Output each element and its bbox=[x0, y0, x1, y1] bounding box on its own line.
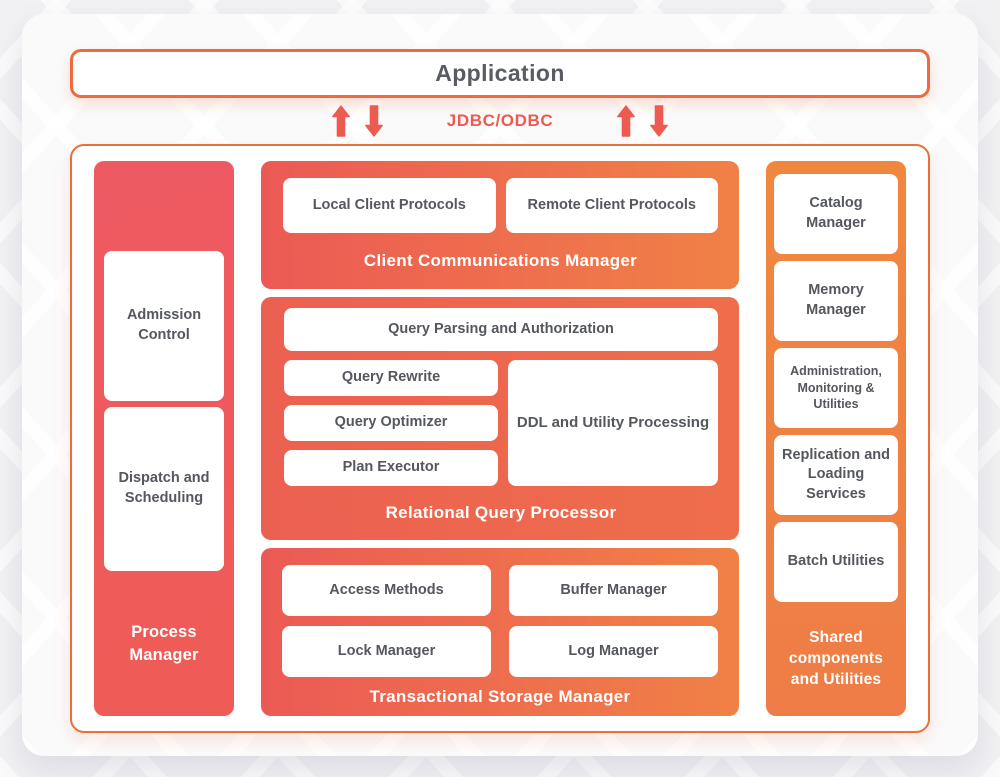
component-box: Plan Executor bbox=[284, 450, 498, 486]
component-label: Lock Manager bbox=[337, 642, 436, 659]
arrow-down-icon bbox=[364, 105, 383, 137]
component-label: Plan Executor bbox=[342, 459, 440, 476]
component-box: Log Manager bbox=[509, 626, 718, 677]
component-box: Query Rewrite bbox=[284, 360, 498, 396]
application-label: Application bbox=[435, 60, 565, 86]
section-title: Client Communications Manager bbox=[363, 251, 638, 270]
component-box: Batch Utilities bbox=[774, 522, 898, 602]
component-label: DDL and Utility Processing bbox=[516, 413, 710, 431]
component-box: Catalog Manager bbox=[774, 174, 898, 254]
component-box: Buffer Manager bbox=[509, 565, 718, 616]
component-box: Query Optimizer bbox=[284, 405, 498, 441]
component-label: Query Rewrite bbox=[341, 369, 441, 386]
storage-manager-section: Access Methods Buffer Manager Lock Manag… bbox=[261, 548, 739, 716]
component-box: Lock Manager bbox=[282, 626, 491, 677]
component-box: Admission Control bbox=[104, 251, 224, 401]
query-processor-section: Query Parsing and Authorization Query Re… bbox=[261, 297, 739, 540]
component-label: Catalog Manager bbox=[806, 195, 866, 231]
component-label: Query Optimizer bbox=[334, 414, 448, 431]
tsm-grid: Access Methods Buffer Manager Lock Manag… bbox=[282, 565, 718, 677]
component-box: Administration, Monitoring & Utilities bbox=[774, 348, 898, 428]
component-box: Remote Client Protocols bbox=[505, 178, 718, 233]
arrow-pair-right bbox=[617, 105, 669, 137]
component-box: Local Client Protocols bbox=[283, 178, 496, 233]
component-label: Log Manager bbox=[568, 642, 659, 659]
rqp-grid: Query Rewrite DDL and Utility Processing… bbox=[284, 360, 718, 486]
component-label: Admission Control bbox=[126, 307, 202, 343]
component-box: Access Methods bbox=[282, 565, 491, 616]
arrow-up-icon bbox=[331, 105, 350, 137]
component-label: Dispatch and Scheduling bbox=[118, 470, 210, 506]
component-label: Remote Client Protocols bbox=[527, 196, 696, 213]
component-label: Local Client Protocols bbox=[312, 196, 466, 213]
section-title: Transactional Storage Manager bbox=[369, 686, 631, 706]
diagram-card: Application JDBC/ODBC Admission Control bbox=[22, 14, 978, 756]
section-title: Process Manager bbox=[129, 623, 199, 664]
component-box: DDL and Utility Processing bbox=[508, 360, 718, 486]
component-label: Query Parsing and Authorization bbox=[388, 320, 614, 337]
shared-components-section: Catalog Manager Memory Manager Administr… bbox=[766, 161, 906, 716]
middle-column: Local Client Protocols Remote Client Pro… bbox=[261, 161, 739, 716]
connector-label: JDBC/ODBC bbox=[446, 111, 554, 130]
component-box: Memory Manager bbox=[774, 261, 898, 341]
section-title: Shared components and Utilities bbox=[788, 629, 884, 688]
component-label: Administration, Monitoring & Utilities bbox=[790, 363, 882, 412]
ccm-row: Local Client Protocols Remote Client Pro… bbox=[283, 178, 718, 233]
section-title: Relational Query Processor bbox=[385, 503, 617, 522]
dbms-architecture-container: Admission Control Dispatch and Schedulin… bbox=[70, 144, 930, 733]
component-label: Memory Manager bbox=[806, 282, 866, 318]
component-box: Query Parsing and Authorization bbox=[284, 308, 718, 351]
component-box: Dispatch and Scheduling bbox=[104, 407, 224, 571]
process-manager-section: Admission Control Dispatch and Schedulin… bbox=[94, 161, 234, 716]
arrow-up-icon bbox=[617, 105, 636, 137]
connector-row: JDBC/ODBC bbox=[22, 98, 978, 144]
application-box: Application bbox=[70, 49, 930, 98]
component-label: Access Methods bbox=[329, 581, 444, 598]
arrow-down-icon bbox=[650, 105, 669, 137]
client-communications-section: Local Client Protocols Remote Client Pro… bbox=[261, 161, 739, 289]
component-box: Replication and Loading Services bbox=[774, 435, 898, 515]
component-label: Batch Utilities bbox=[787, 553, 885, 570]
arrow-pair-left bbox=[331, 105, 383, 137]
component-label: Buffer Manager bbox=[560, 581, 667, 598]
component-label: Replication and Loading Services bbox=[782, 446, 890, 502]
